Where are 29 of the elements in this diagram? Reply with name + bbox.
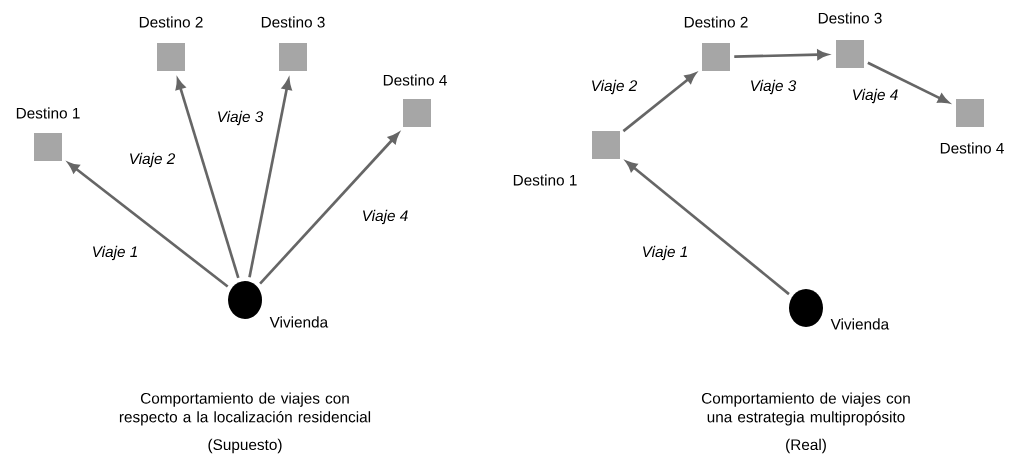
edge-label: Viaje 4 — [850, 87, 900, 105]
node-label: Destino 3 — [818, 12, 882, 24]
node-label: Destino 4 — [383, 74, 447, 86]
node-label: Vivienda — [830, 318, 890, 330]
caption: (Real) — [786, 438, 826, 454]
arrow — [175, 78, 240, 279]
edge-label: Viaje 3 — [748, 78, 798, 96]
caption: (Supuesto) — [208, 438, 282, 454]
arrow — [625, 161, 790, 296]
edge-label: Viaje 2 — [127, 151, 177, 169]
arrow — [68, 162, 229, 288]
edge-label: Viaje 2 — [589, 78, 639, 96]
node-label: Destino 1 — [513, 174, 577, 186]
caption: Comportamiento de viajes con una estrategia multipropósito — [701, 392, 910, 426]
node-label: Destino 2 — [684, 16, 748, 28]
caption: Comportamiento de viajes con respecto a la localización residencial — [119, 392, 371, 426]
node-label: Destino 2 — [139, 16, 203, 28]
arrow — [622, 72, 696, 133]
edge-label: Viaje 1 — [640, 244, 690, 262]
edge-label: Viaje 1 — [90, 244, 140, 262]
edge-label: Viaje 4 — [360, 208, 410, 226]
node-label: Destino 1 — [16, 107, 80, 119]
arrow — [259, 132, 400, 285]
node-label: Destino 3 — [261, 16, 325, 28]
node-label: Destino 4 — [940, 142, 1004, 154]
edge-label: Viaje 3 — [215, 109, 265, 127]
arrow — [248, 78, 292, 278]
node-label: Vivienda — [269, 316, 329, 328]
arrow — [867, 61, 949, 104]
